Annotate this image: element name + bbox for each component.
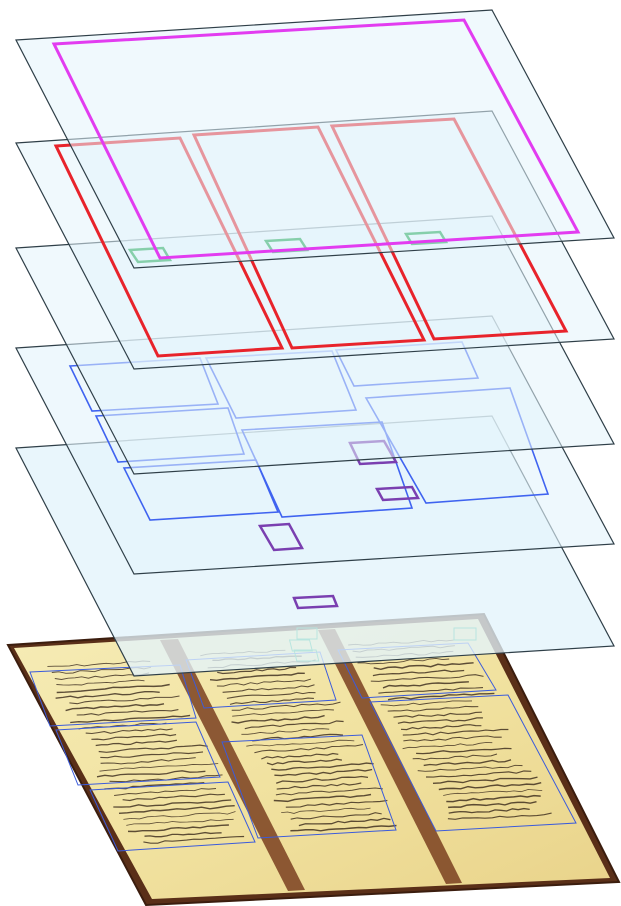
layered-manuscript-diagram [0, 0, 621, 906]
diagram-canvas [0, 0, 621, 906]
